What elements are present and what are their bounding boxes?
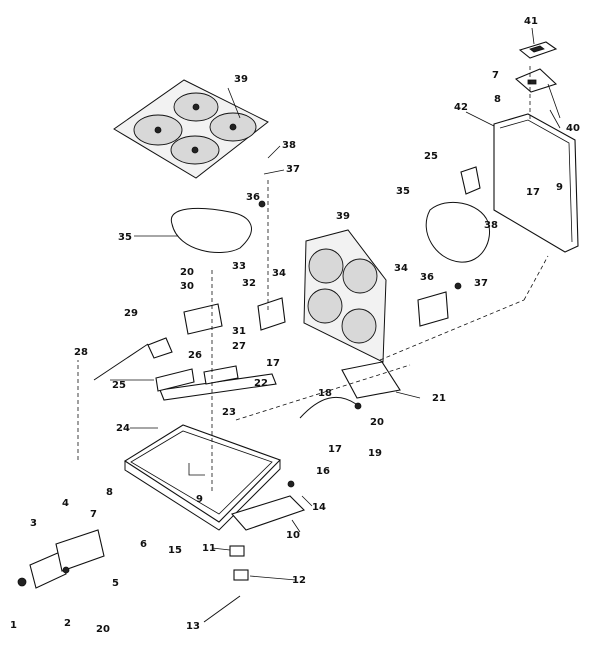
callout-2: 2	[64, 618, 71, 629]
callout-10: 10	[286, 530, 300, 541]
callout-32: 32	[242, 278, 256, 289]
callout-30: 30	[180, 281, 194, 292]
callout-34b: 34	[394, 263, 408, 274]
callout-33: 33	[232, 261, 246, 272]
cord-28	[93, 343, 149, 381]
callout-28: 28	[74, 347, 88, 358]
callout-3: 3	[30, 518, 37, 529]
callout-29: 29	[124, 308, 138, 319]
callout-37b: 37	[474, 278, 488, 289]
thermostat-bracket	[460, 166, 481, 195]
callout-35a: 35	[118, 232, 132, 243]
callout-16: 16	[316, 466, 330, 477]
clip-11	[229, 545, 245, 557]
support-rail	[159, 373, 277, 401]
callout-24: 24	[116, 423, 130, 434]
callout-20a: 20	[96, 624, 110, 635]
panel-4	[55, 529, 105, 572]
screw-36-left	[258, 200, 266, 208]
callout-25b: 25	[424, 151, 438, 162]
control-panel-3	[29, 551, 67, 589]
mount-plate-30	[183, 303, 223, 335]
leader-lines	[110, 27, 561, 581]
callout-8: 8	[106, 487, 113, 498]
callout-4: 4	[62, 498, 69, 509]
callout-21: 21	[432, 393, 446, 404]
callout-34a: 34	[272, 268, 286, 279]
callout-20c: 20	[370, 417, 384, 428]
callout-7b: 7	[492, 70, 499, 81]
top-right-brackets	[514, 41, 561, 119]
callout-1: 1	[10, 620, 17, 631]
callout-19: 19	[368, 448, 382, 459]
callout-8b: 8	[494, 94, 501, 105]
bracket-34-right	[417, 291, 449, 327]
callout-20b: 20	[180, 267, 194, 278]
callout-25a: 25	[112, 380, 126, 391]
callout-13: 13	[186, 621, 200, 632]
base-bracket-10	[231, 495, 306, 531]
callout-9b: 9	[556, 182, 563, 193]
bracket-34-left	[257, 297, 286, 331]
callout-15: 15	[168, 545, 182, 556]
callout-31: 31	[232, 326, 246, 337]
callout-42: 42	[454, 102, 468, 113]
callout-18: 18	[318, 388, 332, 399]
wire-terminal	[354, 402, 362, 410]
callout-39a: 39	[234, 74, 248, 85]
callout-17c: 17	[526, 187, 540, 198]
callout-27: 27	[232, 341, 246, 352]
callout-37a: 37	[286, 164, 300, 175]
callout-6: 6	[140, 539, 147, 550]
clip-12	[233, 569, 249, 581]
base-pan	[123, 424, 281, 531]
bracket-25	[155, 368, 195, 392]
callout-38a: 38	[282, 140, 296, 151]
callout-14: 14	[312, 502, 326, 513]
callout-17a: 17	[328, 444, 342, 455]
front-grille	[303, 229, 387, 363]
callout-12: 12	[292, 575, 306, 586]
callout-labels: 1 2 3 4 5 6 7 8 9 10 11 12 13 14 15 16 1…	[10, 16, 580, 635]
wire-19	[299, 396, 357, 419]
callout-17b: 17	[266, 358, 280, 369]
screw-13	[203, 595, 241, 623]
callout-26: 26	[188, 350, 202, 361]
callout-7: 7	[90, 509, 97, 520]
callout-38b: 38	[484, 220, 498, 231]
callout-11: 11	[202, 543, 216, 554]
callout-22: 22	[254, 378, 268, 389]
right-housing	[493, 113, 579, 253]
callout-41: 41	[524, 16, 538, 27]
callout-36a: 36	[246, 192, 260, 203]
heating-element-left	[170, 207, 252, 254]
callout-5: 5	[112, 578, 119, 589]
callout-39b: 39	[336, 211, 350, 222]
heating-element-right	[425, 201, 490, 263]
callout-23: 23	[222, 407, 236, 418]
knob-1	[17, 577, 27, 587]
screw-2	[62, 566, 70, 574]
callout-35b: 35	[396, 186, 410, 197]
bracket-26	[203, 365, 239, 385]
nut-14	[287, 480, 295, 488]
top-grille	[113, 79, 269, 179]
callout-40: 40	[566, 123, 580, 134]
front-bracket-21	[341, 361, 401, 399]
callout-9: 9	[196, 494, 203, 505]
callout-36b: 36	[420, 272, 434, 283]
switch-29	[147, 337, 173, 359]
screw-36	[454, 282, 462, 290]
assembly-guide-lines	[77, 66, 549, 492]
